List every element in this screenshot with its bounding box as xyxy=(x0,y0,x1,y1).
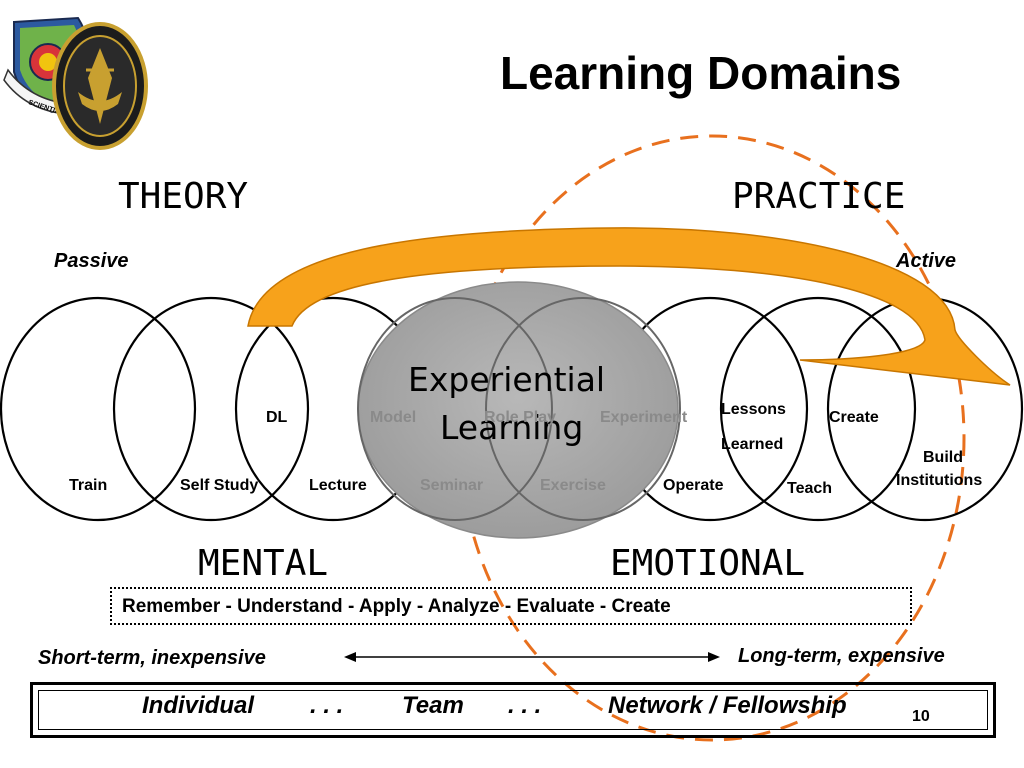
label-learned: Learned xyxy=(721,436,784,453)
scope-box xyxy=(30,682,996,738)
label-lecture: Lecture xyxy=(309,477,367,494)
heading-emotional: EMOTIONAL xyxy=(610,543,806,584)
bloom-taxonomy-text: Remember - Understand - Apply - Analyze … xyxy=(122,596,671,617)
heading-theory: THEORY xyxy=(118,176,249,217)
range-right-label: Long-term, expensive xyxy=(738,645,945,667)
label-operate: Operate xyxy=(663,477,724,494)
label-exercise: Exercise xyxy=(540,477,606,494)
bloom-taxonomy-box xyxy=(110,587,912,625)
label-train: Train xyxy=(69,477,108,494)
scope-dots-1: . . . xyxy=(310,692,344,719)
label-seminar: Seminar xyxy=(420,477,484,494)
scope-network: Network / Fellowship xyxy=(608,692,847,719)
right-seal-logo xyxy=(52,22,148,150)
heading-practice: PRACTICE xyxy=(732,176,906,217)
page-title: Learning Domains xyxy=(500,47,902,99)
label-model: Model xyxy=(370,409,417,426)
label-lessons: Lessons xyxy=(721,401,786,418)
circle-lessons-learned xyxy=(719,296,917,522)
slide-number: 10 xyxy=(912,708,930,725)
scope-box-inner xyxy=(38,690,988,730)
label-role-play: Role Play xyxy=(484,409,557,426)
circle-self-study xyxy=(112,296,310,522)
center-label-line2: Learning xyxy=(440,408,584,447)
label-passive: Passive xyxy=(54,250,129,272)
label-dl: DL xyxy=(266,409,288,426)
scope-individual: Individual xyxy=(142,692,255,719)
label-experiment: Experiment xyxy=(600,409,688,426)
label-institutions: Institutions xyxy=(896,472,983,489)
label-active: Active xyxy=(896,250,957,272)
inner-circles xyxy=(357,297,681,521)
scope-dots-2: . . . xyxy=(508,692,542,719)
theory-to-practice-arrow xyxy=(247,227,1011,386)
center-label-line1: Experiential xyxy=(408,360,606,399)
label-build: Build xyxy=(923,449,963,466)
label-create: Create xyxy=(829,409,879,426)
label-self-study: Self Study xyxy=(180,477,259,494)
circle-train xyxy=(0,296,197,522)
label-teach: Teach xyxy=(787,480,833,497)
scope-team: Team xyxy=(402,692,464,719)
range-left-label: Short-term, inexpensive xyxy=(38,647,266,669)
heading-mental: MENTAL xyxy=(198,543,329,584)
